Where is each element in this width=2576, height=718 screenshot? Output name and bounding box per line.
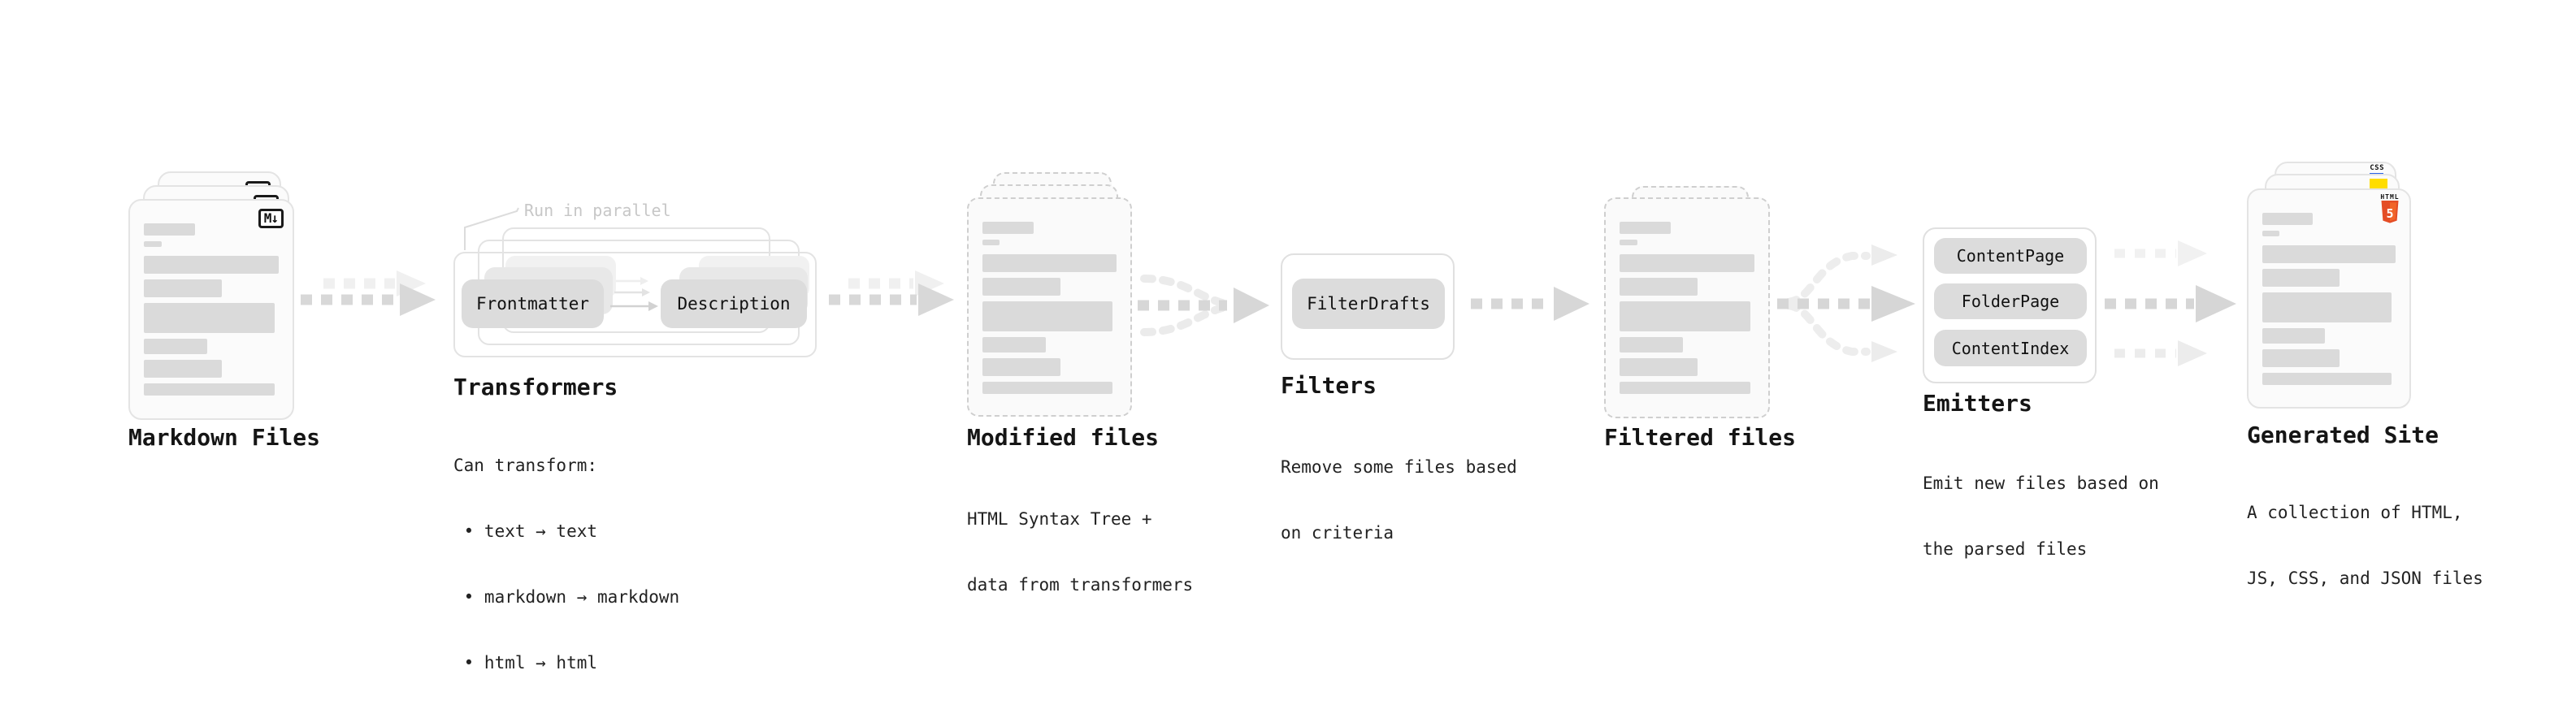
parallel-flow-arrows (2105, 240, 2236, 366)
stage-title-transformers: Transformers (453, 374, 618, 400)
stage-title-filtered-files: Filtered files (1604, 424, 1797, 451)
text-line-bar (982, 254, 1117, 272)
text-line-bar (1620, 240, 1637, 245)
text-line-bar (1620, 278, 1698, 296)
emitter-box-folderpage: FolderPage (1934, 283, 2087, 319)
description-line: • text → text (453, 521, 598, 541)
text-line-bar (982, 278, 1060, 296)
description-line: on criteria (1281, 523, 1394, 543)
doc-content-bars (982, 222, 1117, 394)
doc-content-bars (1620, 222, 1754, 394)
generated-site-description: A collection of HTML, JS, CSS, and JSON … (2247, 458, 2483, 634)
description-line: • markdown → markdown (453, 587, 680, 607)
filter-box-filterdrafts: FilterDrafts (1292, 279, 1445, 329)
description-line: JS, CSS, and JSON files (2247, 569, 2483, 588)
description-line: • html → html (453, 653, 598, 673)
text-line-bar (144, 279, 223, 297)
description-line: HTML Syntax Tree + (967, 509, 1152, 529)
description-line: the parsed files (1923, 539, 2088, 559)
diverge-arrow (1777, 244, 1915, 362)
svg-text:5: 5 (2386, 206, 2393, 221)
emitter-box-contentpage: ContentPage (1934, 238, 2087, 274)
doc-card-front (967, 197, 1132, 417)
transformer-frame-front (453, 252, 817, 357)
text-line-bar (2262, 292, 2392, 322)
text-line-bar (2262, 231, 2280, 236)
flow-arrow-2 (829, 270, 954, 316)
text-line-bar (144, 241, 162, 247)
parallel-mini-arrows (610, 277, 658, 311)
text-line-bar (1620, 301, 1751, 331)
flow-arrow-1 (301, 270, 436, 316)
doc-card-front: HTML 5 (2247, 188, 2411, 409)
text-line-bar (2262, 269, 2340, 287)
text-line-bar (1620, 337, 1684, 353)
emitters-description: Emit new files based on the parsed files (1923, 429, 2159, 604)
description-line: Can transform: (453, 456, 598, 475)
text-line-bar (144, 303, 275, 333)
text-line-bar (2262, 373, 2392, 385)
stage-title-filters: Filters (1281, 372, 1377, 399)
filters-description: Remove some files based on criteria (1281, 413, 1517, 588)
text-line-bar (982, 382, 1113, 394)
text-line-bar (144, 383, 275, 396)
text-line-bar (2262, 213, 2314, 225)
stage-title-emitters: Emitters (1923, 390, 2032, 417)
text-line-bar (982, 240, 1000, 245)
stage-title-modified-files: Modified files (967, 424, 1160, 451)
text-line-bar (1620, 254, 1754, 272)
converge-arrow (1138, 275, 1269, 336)
doc-card-front: M↓ (128, 199, 294, 420)
emitter-box-contentindex: ContentIndex (1934, 330, 2087, 366)
text-line-bar (982, 358, 1060, 376)
stage-title-markdown-files: Markdown Files (128, 424, 321, 451)
text-line-bar (144, 223, 196, 236)
doc-content-bars (2262, 213, 2396, 385)
annotation-connector-line (464, 207, 519, 250)
pipeline-diagram: M↓ M↓ M↓ Markdown Files Run in parallel (128, 162, 2483, 673)
html5-icon: HTML 5 (2379, 193, 2400, 227)
text-line-bar (2262, 245, 2396, 263)
description-line: data from transformers (967, 575, 1194, 595)
transformer-box-description: Description (661, 279, 807, 328)
text-line-bar (144, 360, 223, 378)
stage-title-generated-site: Generated Site (2247, 422, 2439, 448)
doc-card-front (1604, 197, 1770, 418)
flow-arrow-3 (1471, 287, 1589, 321)
transformers-description: Can transform: • text → text • markdown … (453, 411, 679, 718)
text-line-bar (144, 256, 279, 274)
text-line-bar (982, 301, 1113, 331)
text-line-bar (1620, 222, 1672, 234)
transformer-box-frontmatter: Frontmatter (462, 279, 604, 328)
js-icon (2370, 179, 2387, 189)
doc-content-bars (144, 223, 279, 396)
html5-shield: 5 (2381, 201, 2399, 223)
text-line-bar (2262, 349, 2340, 367)
markdown-icon: M↓ (258, 209, 284, 228)
modified-files-description: HTML Syntax Tree + data from transformer… (967, 465, 1193, 640)
text-line-bar (1620, 358, 1698, 376)
text-line-bar (144, 339, 208, 354)
text-line-bar (982, 222, 1034, 234)
description-line: A collection of HTML, (2247, 503, 2463, 522)
run-in-parallel-label: Run in parallel (524, 201, 671, 220)
description-line: Emit new files based on (1923, 474, 2159, 493)
text-line-bar (1620, 382, 1751, 394)
description-line: Remove some files based (1281, 457, 1517, 477)
text-line-bar (982, 337, 1046, 353)
text-line-bar (2262, 328, 2326, 344)
